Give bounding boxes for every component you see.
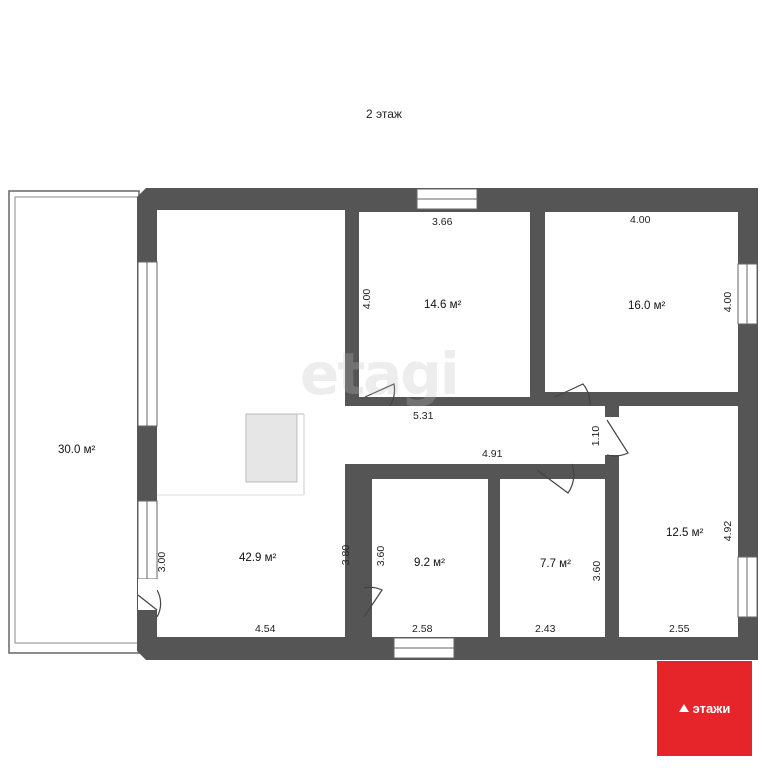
bedroom-1-height: 4.00 (361, 288, 374, 310)
balcony-area: 30.0 м² (58, 444, 96, 456)
house-icon (678, 703, 689, 712)
bedroom-2-height: 4.00 (722, 291, 735, 313)
room-b-area: 7.7 м² (540, 558, 571, 570)
corridor-height: 1.10 (590, 425, 603, 447)
floor-title: 2 этаж (366, 107, 402, 121)
bedroom-1-area: 14.6 м² (424, 299, 462, 311)
room-b-width: 2.43 (535, 623, 556, 635)
living-width: 4.54 (255, 623, 276, 635)
interior-walls (345, 210, 738, 637)
living-height-left: 3.00 (156, 551, 169, 573)
room-a-height: 3.60 (375, 545, 388, 567)
door-room-a (363, 586, 383, 618)
bedroom-2-width: 4.00 (630, 214, 651, 226)
balcony (8, 190, 140, 654)
corridor-width-top: 5.31 (413, 410, 434, 422)
corridor-width-bottom: 4.91 (482, 448, 503, 460)
room-c-area: 12.5 м² (666, 527, 704, 539)
room-a-width: 2.58 (412, 623, 433, 635)
room-b-height: 3.60 (591, 560, 604, 582)
watermark: etagi (300, 340, 460, 408)
door-room-c (606, 419, 629, 457)
brand-logo: этажи (657, 661, 752, 756)
stairwell (245, 413, 298, 483)
room-c-width: 2.55 (669, 623, 690, 635)
room-c-height: 4.92 (722, 520, 735, 542)
living-area: 42.9 м² (239, 552, 277, 564)
room-a (372, 479, 488, 637)
windows (137, 188, 758, 659)
bedroom-1 (359, 212, 530, 397)
living-height-right: 3.80 (340, 544, 353, 566)
bedroom-1-width: 3.66 (432, 216, 453, 228)
bedroom-2-area: 16.0 м² (628, 300, 666, 312)
door-bedroom-1 (364, 383, 396, 407)
rooms-floor (157, 210, 738, 637)
bedroom-2 (545, 212, 738, 392)
door-room-b (536, 463, 575, 494)
corridor (345, 406, 607, 464)
room-b (500, 479, 606, 637)
doors (137, 383, 629, 618)
brand-logo-text: этажи (692, 701, 731, 716)
door-bedroom-2 (554, 383, 591, 407)
room-c (619, 406, 738, 637)
room-a-area: 9.2 м² (414, 557, 445, 569)
